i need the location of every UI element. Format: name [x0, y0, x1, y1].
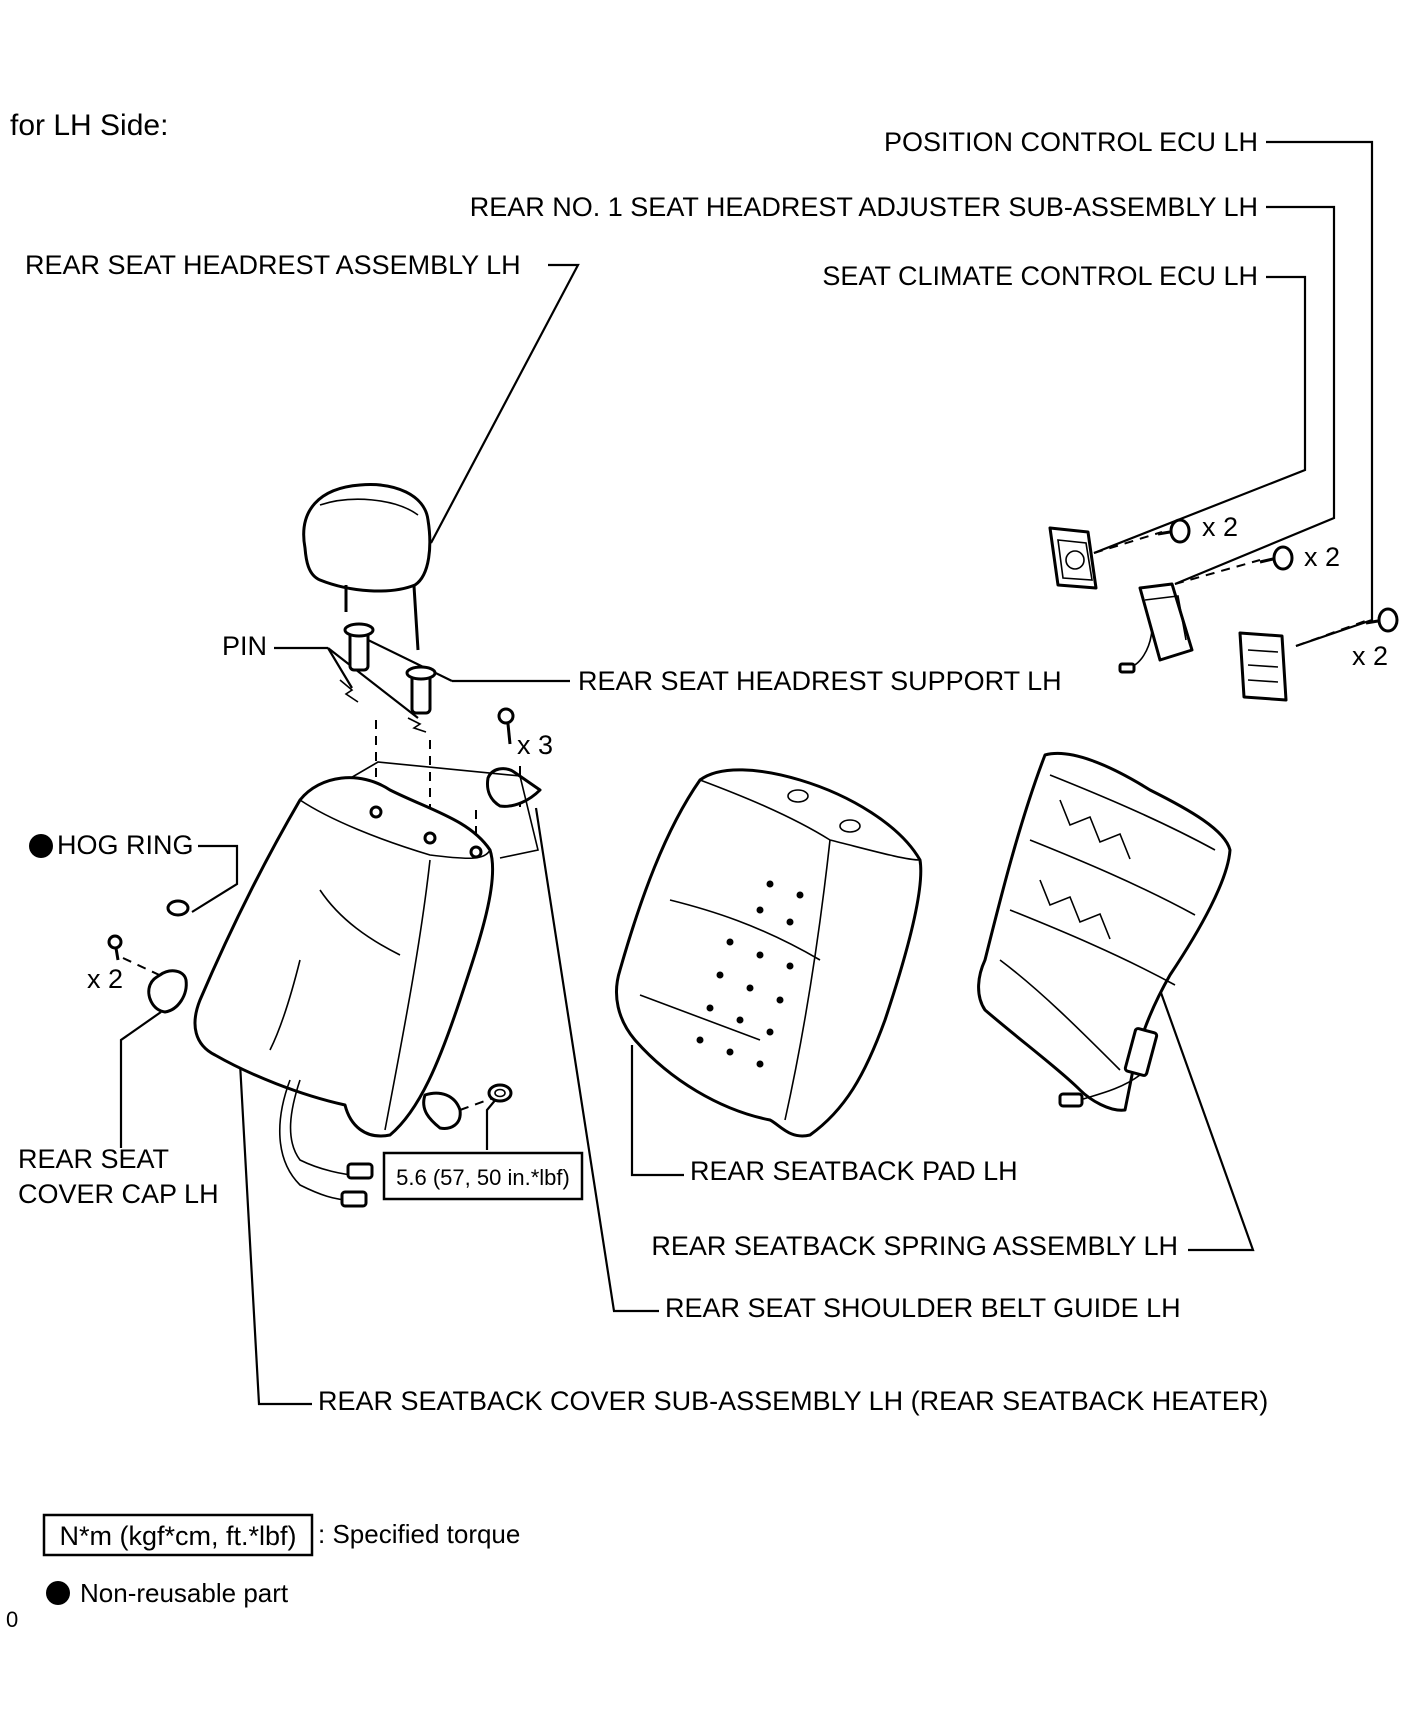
label-cover-cap-line2: COVER CAP LH — [18, 1179, 219, 1209]
rear-seat-cover-cap — [107, 934, 188, 1014]
rear-seat-headrest-assembly — [302, 483, 432, 651]
pin — [339, 679, 427, 733]
climate-ecu-screw — [1157, 518, 1191, 544]
qty-climate-ecu-screws: x 2 — [1202, 512, 1238, 542]
adjuster-bolt — [1259, 545, 1294, 571]
hog-ring — [166, 899, 190, 917]
legend-non-reusable-text: Non-reusable part — [80, 1578, 289, 1608]
belt-guide-screw — [497, 707, 515, 745]
legend-torque-text: : Specified torque — [318, 1519, 520, 1549]
torque-callout-box — [382, 1151, 584, 1201]
legend-torque-box-text: N*m (kgf*cm, ft.*lbf) — [59, 1521, 296, 1551]
qty-adjuster-bolts: x 2 — [1304, 542, 1340, 572]
diagram-heading: for LH Side: — [10, 109, 168, 142]
label-hog-ring: HOG RING — [57, 830, 194, 860]
label-seatback-pad: REAR SEATBACK PAD LH — [690, 1156, 1018, 1186]
label-shoulder-belt-guide: REAR SEAT SHOULDER BELT GUIDE LH — [665, 1293, 1181, 1323]
rear-seat-shoulder-belt-guide — [486, 767, 542, 808]
torque-callout-value: 5.6 (57, 50 in.*lbf) — [396, 1165, 570, 1190]
legend-torque-box — [42, 1513, 314, 1557]
label-headrest-assembly: REAR SEAT HEADREST ASSEMBLY LH — [25, 250, 521, 280]
label-headrest-adjuster: REAR NO. 1 SEAT HEADREST ADJUSTER SUB-AS… — [470, 192, 1258, 222]
rear-headrest-adjuster-sub-assembly — [1118, 582, 1194, 674]
seat-climate-control-ecu — [1048, 526, 1098, 590]
hog-ring-non-reusable-dot — [29, 834, 53, 858]
position-control-ecu — [1238, 631, 1288, 702]
leader-lines — [119, 140, 1374, 1406]
label-seat-climate-ecu: SEAT CLIMATE CONTROL ECU LH — [822, 261, 1258, 291]
label-pin: PIN — [222, 631, 267, 661]
rear-seatback-spring-assembly — [977, 751, 1232, 1112]
rear-seatback-pad — [615, 768, 923, 1138]
rear-seatback-cover-sub-assembly — [193, 761, 539, 1208]
qty-position-ecu-bolts: x 2 — [1352, 641, 1388, 671]
footer-code: 0 — [6, 1607, 18, 1632]
label-spring-assembly: REAR SEATBACK SPRING ASSEMBLY LH — [651, 1231, 1178, 1261]
label-cover-cap-line1: REAR SEAT — [18, 1144, 169, 1174]
legend-non-reusable-dot — [46, 1581, 70, 1605]
rear-seat-headrest-support — [343, 622, 437, 715]
qty-cover-cap-screws: x 2 — [87, 964, 123, 994]
torque-nut — [487, 1083, 513, 1103]
label-position-control-ecu: POSITION CONTROL ECU LH — [884, 127, 1258, 157]
position-ecu-bolt — [1365, 607, 1399, 633]
label-headrest-support: REAR SEAT HEADREST SUPPORT LH — [578, 666, 1062, 696]
label-seatback-cover: REAR SEATBACK COVER SUB-ASSEMBLY LH (REA… — [318, 1386, 1268, 1416]
qty-belt-guide-screws: x 3 — [517, 730, 553, 760]
